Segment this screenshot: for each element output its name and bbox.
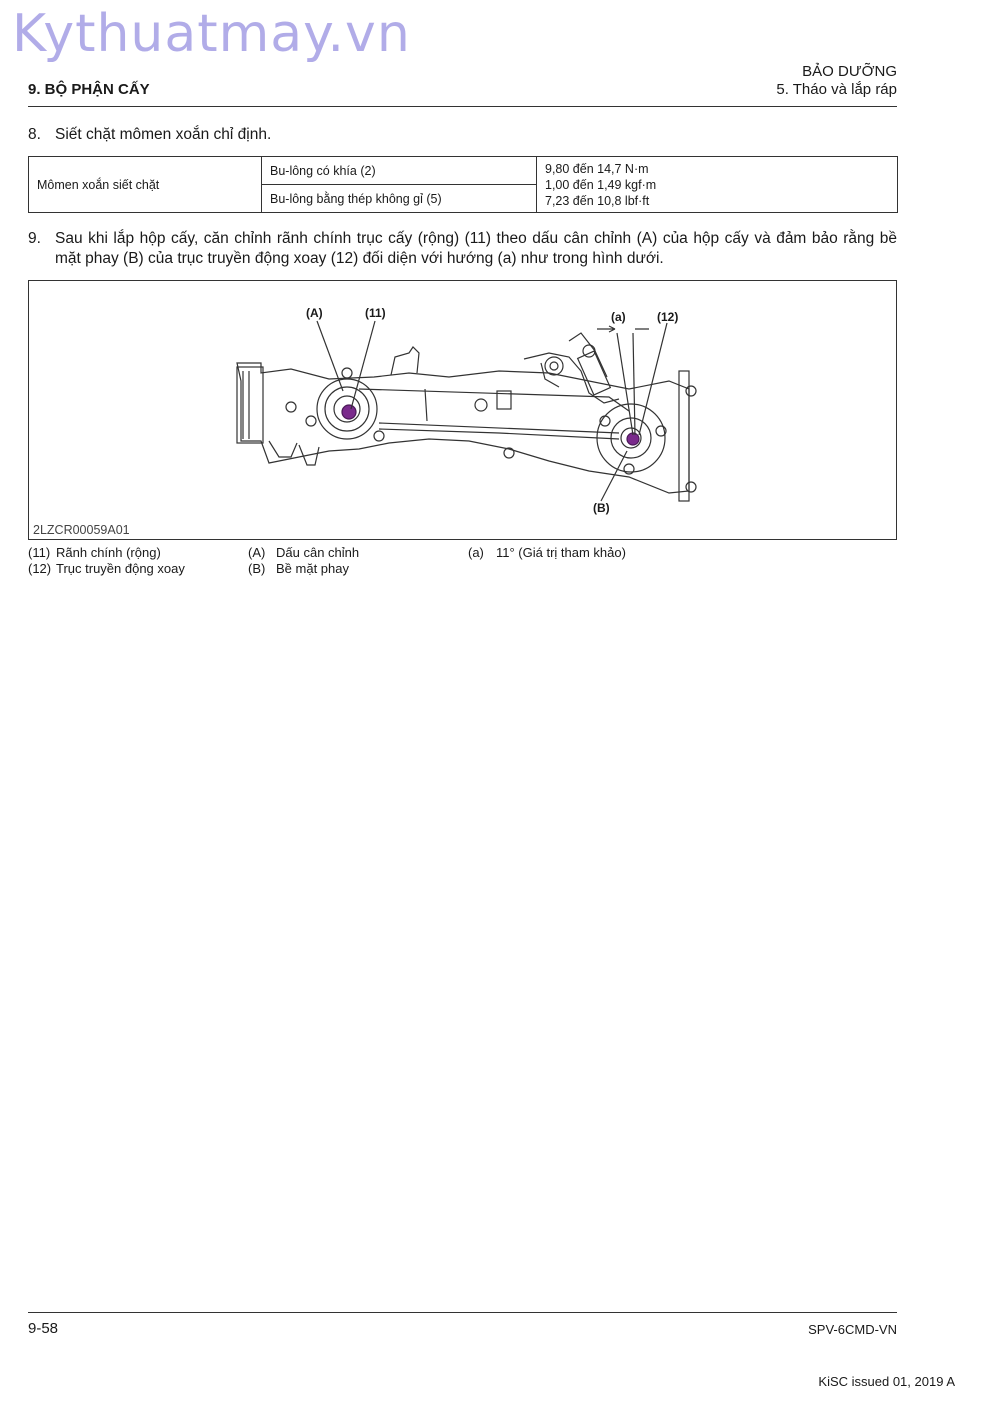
callout-11: (11) [365, 306, 386, 320]
bolt [305, 415, 317, 427]
step-9: 9. Sau khi lắp hộp cấy, căn chỉnh rãnh c… [28, 229, 897, 269]
left-legs [268, 440, 320, 466]
legend-col-1: (11)Rãnh chính (rộng) (12)Trục truyền độ… [28, 545, 185, 577]
step-9-text: Sau khi lắp hộp cấy, căn chỉnh rãnh chín… [55, 230, 897, 267]
leader-12 [638, 322, 668, 436]
left-shaft-dot [341, 404, 357, 420]
header-divider [28, 106, 897, 107]
bolt [623, 463, 635, 475]
callout-A: (A) [306, 306, 323, 320]
step-8-text: Siết chặt mômen xoắn chỉ định. [55, 126, 272, 143]
footer-divider [28, 1312, 897, 1313]
left-boss-mid [324, 386, 370, 432]
step-8: 8. Siết chặt mômen xoắn chỉ định. [28, 125, 897, 145]
figure-box: 2LZCR00059A01 (A) (11) (a) (12) (B) [28, 280, 897, 540]
torque-label: Mômen xoắn siết chặt [28, 156, 262, 213]
right-flange [678, 370, 690, 502]
leader-11 [350, 320, 376, 410]
spring [576, 350, 612, 396]
issue-note: KiSC issued 01, 2019 A [818, 1374, 955, 1389]
legend-item: (A)Dấu cân chỉnh [248, 545, 360, 560]
chapter-title: BẢO DƯỠNG [802, 63, 897, 80]
case-outline [236, 362, 690, 494]
leader-a-right [632, 332, 636, 436]
rib-lower [378, 422, 620, 434]
rib-upper [358, 388, 630, 412]
torque-table: Mômen xoắn siết chặt Bu-lông có khía (2)… [28, 156, 898, 213]
legend-item: (12)Trục truyền động xoay [28, 561, 185, 576]
torque-value-kgf: 1,00 đến 1,49 kgf·m [545, 177, 657, 192]
subchapter-title: 5. Tháo và lắp ráp [776, 81, 897, 98]
document-code: SPV-6CMD-VN [808, 1322, 897, 1337]
mech-hub-small [549, 361, 559, 371]
left-boss-inner [333, 395, 361, 423]
step-8-number: 8. [28, 126, 41, 143]
mech-bolt [582, 344, 596, 358]
bolt [599, 415, 611, 427]
legend-item: (a)11° (Giá trị tham khảo) [468, 545, 626, 560]
right-boss-inner [620, 427, 642, 449]
leader-B [600, 450, 628, 502]
callout-12: (12) [657, 310, 679, 324]
bolt [685, 481, 697, 493]
torque-value-lbf: 7,23 đến 10,8 lbf·ft [545, 193, 650, 208]
figure-code: 2LZCR00059A01 [33, 523, 130, 537]
page-number: 9-58 [28, 1320, 59, 1337]
bolt [341, 367, 353, 379]
bolt [685, 385, 697, 397]
top-bracket [390, 346, 420, 376]
left-boss-outer [316, 378, 378, 440]
right-boss-mid [610, 417, 652, 459]
leader-a-left [616, 332, 634, 436]
legend-col-3: (a)11° (Giá trị tham khảo) [468, 545, 626, 561]
torque-row-2: Bu-lông bằng thép không gỉ (5) [261, 184, 537, 213]
section-title: 9. BỘ PHẬN CẤY [28, 81, 150, 98]
right-mechanism [523, 332, 620, 404]
square-boss [496, 390, 512, 410]
legend-col-2: (A)Dấu cân chỉnh (B)Bề mặt phay [248, 545, 359, 577]
right-boss-outer [596, 403, 666, 473]
watermark-logo: Kythuatmay.vn [12, 4, 411, 64]
legend-item: (11)Rãnh chính (rộng) [28, 545, 161, 560]
callout-a: (a) [611, 310, 626, 324]
tiller-case-diagram [236, 320, 697, 502]
bolt [503, 447, 515, 459]
bolt [474, 398, 488, 412]
angle-arrow [597, 325, 649, 333]
left-flange [236, 366, 264, 444]
torque-row-1: Bu-lông có khía (2) [261, 156, 537, 185]
legend-item: (B)Bề mặt phay [248, 561, 349, 576]
mech-hub [544, 356, 564, 376]
torque-values: 9,80 đến 14,7 N·m 1,00 đến 1,49 kgf·m 7,… [536, 156, 898, 213]
torque-value-nm: 9,80 đến 14,7 N·m [545, 161, 649, 176]
callout-B: (B) [593, 501, 610, 515]
leader-A [316, 320, 344, 392]
rib-lower-2 [378, 428, 620, 440]
bolt [373, 430, 385, 442]
bolt [285, 401, 297, 413]
bolt [655, 425, 667, 437]
step-9-number: 9. [28, 230, 41, 247]
